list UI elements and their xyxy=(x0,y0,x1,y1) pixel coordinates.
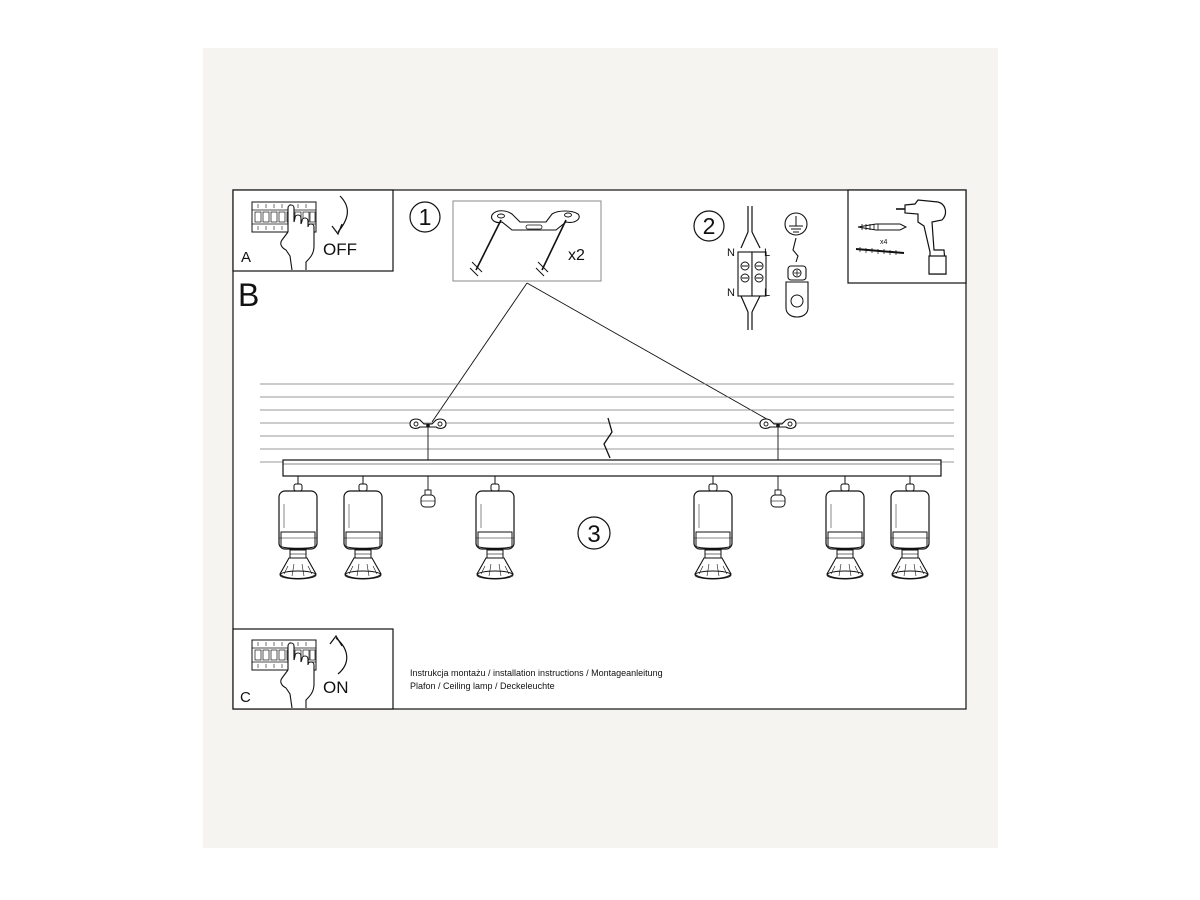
lamp-bar xyxy=(282,459,942,477)
tools-panel xyxy=(847,189,967,284)
neutral-label-top: N xyxy=(727,247,735,259)
neutral-label-bottom: N xyxy=(727,287,735,299)
step-2-circle xyxy=(693,210,725,242)
panel-a-action: OFF xyxy=(323,240,357,259)
panel-b-letter: B xyxy=(238,277,259,313)
live-label-bottom: L xyxy=(764,287,770,299)
step-1-circle xyxy=(409,201,441,233)
panel-c-letter: C xyxy=(240,689,251,706)
ground-terminal-icon xyxy=(785,265,809,318)
panel-a-switch-off xyxy=(232,189,394,272)
step-3-circle xyxy=(577,516,611,550)
step-3-number: 3 xyxy=(587,521,600,548)
plug-quantity: x4 xyxy=(880,239,888,246)
mounting-bracket-detail xyxy=(452,200,602,282)
wiring-terminal-detail xyxy=(737,206,809,330)
bracket-quantity: x2 xyxy=(568,247,585,264)
caption-line-1: Instrukcja montażu / installation instru… xyxy=(410,668,663,678)
caption-line-2: Plafon / Ceiling lamp / Deckeleuchte xyxy=(410,681,555,691)
live-label-top: L xyxy=(764,247,770,259)
leader-line xyxy=(431,282,528,423)
panel-a-letter: A xyxy=(241,249,251,266)
panel-c-action: ON xyxy=(323,678,349,697)
instructions-caption: Instrukcja montażu / installation instru… xyxy=(410,667,663,693)
power-cable xyxy=(603,417,613,459)
screw-icon xyxy=(855,247,905,255)
ground-symbol-icon xyxy=(784,212,808,236)
leader-line xyxy=(526,282,773,423)
drill-icon xyxy=(896,199,947,275)
panel-c-switch-on xyxy=(232,628,394,710)
step-2-number: 2 xyxy=(703,213,716,239)
wall-plug-icon xyxy=(857,223,908,231)
step-1-number: 1 xyxy=(419,204,432,230)
